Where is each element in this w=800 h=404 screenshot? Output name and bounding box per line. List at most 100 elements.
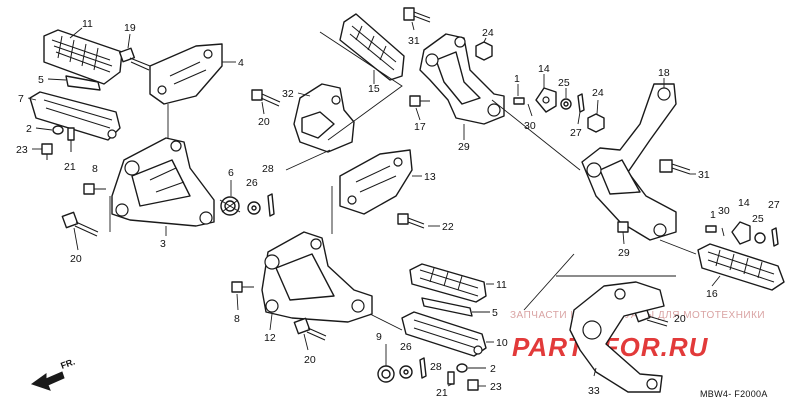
callout-16: 16 xyxy=(706,288,718,300)
callout-26: 26 xyxy=(246,177,258,189)
bolt-20-left xyxy=(61,211,99,237)
callout-20-center: 20 xyxy=(258,116,270,128)
pin-1-top xyxy=(513,97,525,105)
callout-10: 10 xyxy=(496,337,508,349)
fr-label: FR. xyxy=(59,357,76,371)
plate-5-lower xyxy=(421,297,473,317)
callout-27: 27 xyxy=(570,127,582,139)
spring-14-top xyxy=(535,87,557,113)
callout-4: 4 xyxy=(238,57,244,69)
callout-31: 31 xyxy=(408,35,420,47)
pin-21-left xyxy=(67,127,75,152)
heel-guard-center xyxy=(339,149,413,215)
bolt-8-lower xyxy=(231,281,254,293)
washer-25-right xyxy=(754,232,766,244)
nut-24-mid xyxy=(587,113,605,133)
bolt-22 xyxy=(397,213,425,229)
footpeg-right xyxy=(697,243,785,291)
callout-23: 23 xyxy=(16,144,28,156)
front-direction-arrow: FR. xyxy=(30,357,76,391)
callout-30: 30 xyxy=(524,120,536,132)
callout-20-lower: 20 xyxy=(304,354,316,366)
callout-1: 1 xyxy=(514,73,520,85)
callout-13: 13 xyxy=(424,171,436,183)
footpeg-left xyxy=(29,91,121,141)
plate-5 xyxy=(65,75,101,91)
callout-8: 8 xyxy=(92,163,98,175)
callout-30-right: 30 xyxy=(718,205,730,217)
callout-12: 12 xyxy=(264,332,276,344)
bolt-23-left xyxy=(41,143,53,160)
callout-25-right: 25 xyxy=(752,213,764,225)
callout-2: 2 xyxy=(26,123,32,135)
clip-30-right xyxy=(721,227,725,237)
bolt-31-top xyxy=(403,7,431,23)
footpeg-rubber-lower xyxy=(409,263,487,303)
pin-27-top xyxy=(577,93,585,113)
washer-26-lower xyxy=(399,365,413,379)
callout-3: 3 xyxy=(160,238,166,250)
callout-28-lower: 28 xyxy=(430,361,442,373)
spring-14-right xyxy=(731,221,751,245)
callout-15: 15 xyxy=(368,83,380,95)
callout-7: 7 xyxy=(18,93,24,105)
bolt-29-top xyxy=(409,95,430,107)
callout-24-mid: 24 xyxy=(592,87,604,99)
pin-27-right xyxy=(771,227,779,247)
bracket-32 xyxy=(293,83,355,153)
callout-26-lower: 26 xyxy=(400,341,412,353)
callout-21: 21 xyxy=(64,161,76,173)
callout-6: 6 xyxy=(228,167,234,179)
callout-22: 22 xyxy=(442,221,454,233)
callout-14: 14 xyxy=(538,63,550,75)
callout-1-right: 1 xyxy=(710,209,716,221)
callout-2-lower: 2 xyxy=(490,363,496,375)
callout-28: 28 xyxy=(262,163,274,175)
callout-9: 9 xyxy=(376,331,382,343)
callout-23-lower: 23 xyxy=(490,381,502,393)
nut-24-top xyxy=(475,41,493,61)
callout-24: 24 xyxy=(482,27,494,39)
callout-33: 33 xyxy=(588,385,600,397)
pin-21-lower xyxy=(447,371,455,385)
drawing-code: MBW4- F2000A xyxy=(700,389,768,399)
pin-28-lower xyxy=(419,357,427,379)
callout-14-right: 14 xyxy=(738,197,750,209)
callout-27-right: 27 xyxy=(768,199,780,211)
bolt-23-lower xyxy=(467,379,479,391)
clip-30-top xyxy=(527,103,533,117)
callout-5: 5 xyxy=(38,74,44,86)
step-bracket-left xyxy=(111,137,215,227)
callout-8-lower: 8 xyxy=(234,313,240,325)
callout-18: 18 xyxy=(658,67,670,79)
callout-20: 20 xyxy=(70,253,82,265)
bolt-8-left xyxy=(83,183,106,195)
pin-1-right xyxy=(705,225,717,233)
callout-25: 25 xyxy=(558,77,570,89)
step-bracket-right xyxy=(581,83,677,241)
washer-2-left xyxy=(52,125,64,135)
footpeg-rubber-left xyxy=(43,29,123,85)
callout-17: 29 xyxy=(458,141,470,153)
callout-5-lower: 5 xyxy=(492,307,498,319)
bolt-31-right xyxy=(659,159,691,175)
bolt-19 xyxy=(118,47,151,71)
step-bracket-center xyxy=(419,33,505,125)
spring-6 xyxy=(219,196,241,216)
callout-31-right: 31 xyxy=(698,169,710,181)
callout-29-right: 29 xyxy=(618,247,630,259)
callout-29: 17 xyxy=(414,121,426,133)
washer-26 xyxy=(247,201,261,215)
washer-25-top xyxy=(560,98,572,110)
washer-2-lower xyxy=(456,363,468,373)
footpeg-rubber-center xyxy=(339,13,405,81)
heel-guard-lower xyxy=(569,281,665,393)
heel-guard-left xyxy=(149,43,223,105)
step-bracket-lower xyxy=(261,231,373,323)
callout-19: 19 xyxy=(124,22,136,34)
bolt-20-lower xyxy=(293,317,327,341)
callout-20-right: 20 xyxy=(674,313,686,325)
callout-11-lower: 11 xyxy=(496,279,507,291)
pin-28 xyxy=(267,193,275,217)
